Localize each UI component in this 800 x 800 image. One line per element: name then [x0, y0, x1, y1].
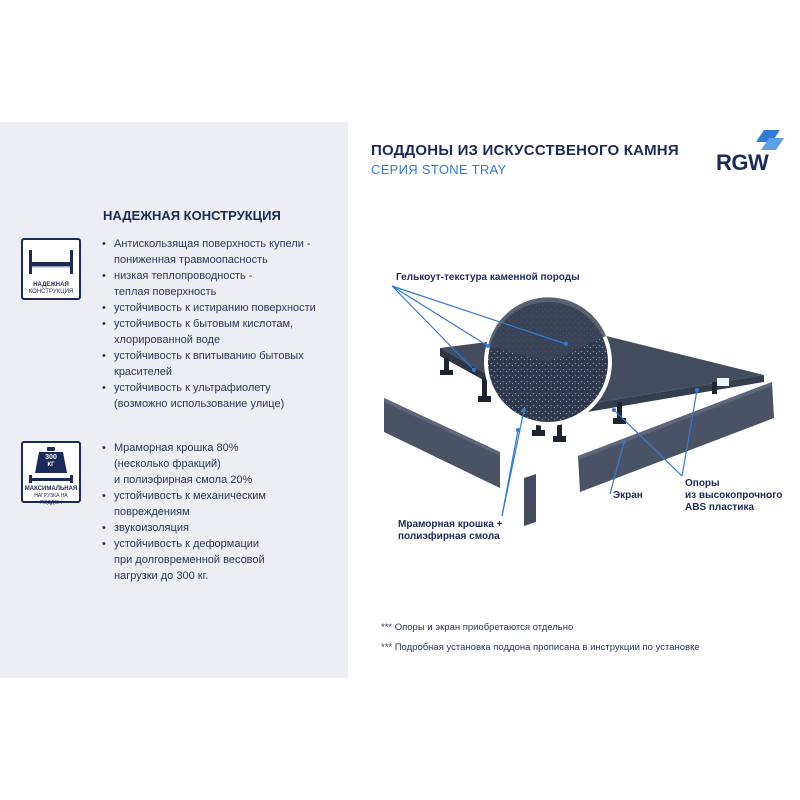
brand-logo: RGW [716, 128, 786, 178]
badge-label-line2: КОНСТРУКЦИЯ [28, 289, 74, 295]
list-item: устойчивость к впитыванию бытовых [100, 348, 340, 364]
list-item: пониженная травмоопасность [114, 254, 268, 266]
callout-supports-line1: Опоры [685, 478, 720, 489]
list-item: нагрузки до 300 кг. [114, 570, 209, 582]
svg-text:+: + [493, 402, 500, 416]
callout-marble-line1: Мраморная крошка + [398, 519, 503, 530]
shower-tray-illustration: + [384, 285, 774, 526]
page-title: ПОДДОНЫ ИЗ ИСКУССТВЕНОГО КАМНЯ [371, 142, 679, 159]
weight-value: 300 [45, 454, 57, 461]
logo-mark-icon [756, 130, 784, 150]
list-item: устойчивость к ультрафиолету [100, 380, 340, 396]
list-item: Мраморная крошка 80% [100, 440, 340, 456]
logo-text: RGW [716, 150, 769, 175]
screen-panel-right [578, 382, 774, 492]
list-item: и полиэфирная смола 20% [114, 474, 253, 486]
list-item: низкая теплопроводность - [100, 268, 340, 284]
features-list-construction: Антискользящая поверхность купели - пони… [100, 236, 340, 412]
shelf-icon [29, 250, 73, 274]
features-list-material: Мраморная крошка 80% (несколько фракций)… [100, 440, 340, 584]
list-item: хлорированной воде [114, 334, 221, 346]
left-panel [0, 122, 348, 678]
badge-label-line1: НАДЕЖНАЯ [33, 282, 69, 288]
top-band [0, 0, 800, 122]
callout-marble: Мраморная крошка + полиэфирная смола [398, 519, 502, 543]
callout-screen: Экран [613, 490, 643, 501]
callout-supports-line2: из высокопрочного [685, 490, 783, 501]
list-item: Антискользящая поверхность купели - [100, 236, 340, 252]
list-item: устойчивость к бытовым кислотам, [100, 316, 340, 332]
footnote-sold-separately: *** Опоры и экран приобретаются отдельно [381, 622, 574, 633]
weight-unit: КГ [47, 462, 55, 468]
badge-max-load: 300 КГ МАКСИМАЛЬНАЯ НАГРУЗКА НА ПОДДОН [21, 441, 81, 506]
badge-label-line1: МАКСИМАЛЬНАЯ [24, 486, 78, 492]
callout-supports: Опоры из высокопрочного ABS пластика [685, 478, 782, 514]
list-item: (несколько фракций) [114, 458, 221, 470]
callout-lines [391, 285, 698, 517]
list-item: устойчивость к деформации [100, 536, 340, 552]
list-item: при долговременной весовой [114, 554, 265, 566]
list-item: (возможно использование улице) [114, 398, 285, 410]
footnote-installation: *** Подробная установка поддона прописан… [381, 642, 700, 653]
list-item: устойчивость к истиранию поверхности [100, 300, 340, 316]
list-item: устойчивость к механическим [100, 488, 340, 504]
weight-icon [29, 447, 73, 483]
callout-supports-line3: ABS пластика [685, 502, 755, 513]
badge-reliable-construction: НАДЕЖНАЯ КОНСТРУКЦИЯ [21, 238, 81, 300]
bottom-band [0, 678, 800, 800]
section-heading: НАДЕЖНАЯ КОНСТРУКЦИЯ [103, 208, 281, 223]
screen-corner [524, 474, 536, 526]
list-item: звукоизоляция [100, 520, 340, 536]
callout-gelcoat: Гелькоут-текстура каменной породы [396, 272, 580, 283]
list-item: повреждениям [114, 506, 190, 518]
badge-label-line2: НАГРУЗКА НА ПОДДОН [34, 493, 68, 506]
callout-marble-line2: полиэфирная смола [398, 531, 500, 542]
page-subtitle: СЕРИЯ STONE TRAY [371, 162, 507, 177]
list-item: теплая поверхность [114, 286, 217, 298]
screen-panel-left [384, 398, 500, 488]
list-item: красителей [114, 366, 173, 378]
